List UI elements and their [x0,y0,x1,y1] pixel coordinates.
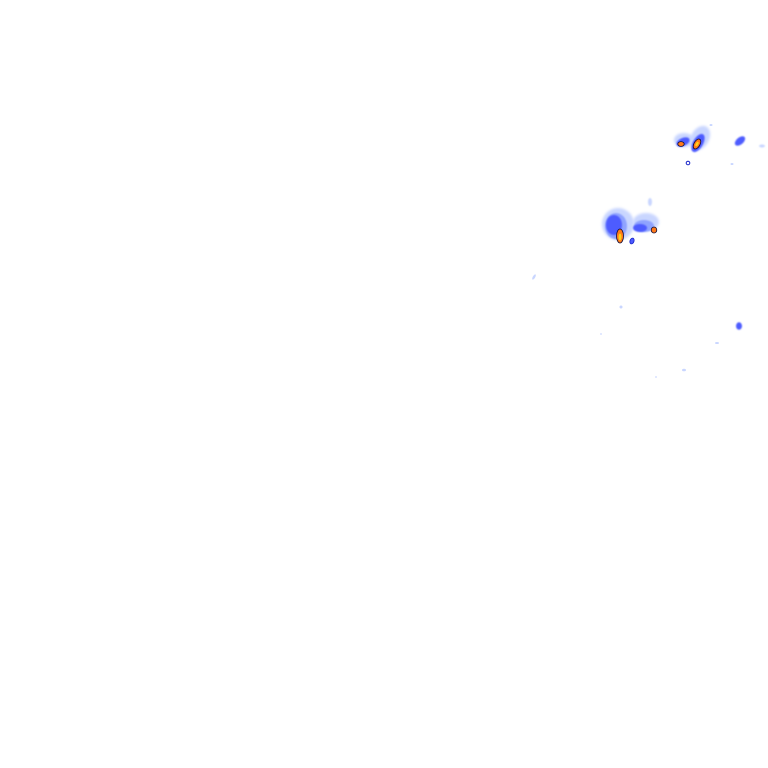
echo-extreme [618,233,622,241]
echo-small-cell [685,160,691,166]
echo-moderate [633,224,647,232]
north-east-cell-cluster [674,125,765,166]
echo-trace [682,368,686,372]
echo-moderate [734,136,746,146]
scattered-light-echoes [532,124,742,378]
echo-small-cell [629,237,635,245]
echo-light [759,144,765,148]
echo-extreme [695,141,699,147]
echo-light [730,163,734,165]
echo-trace [600,333,602,335]
echo-heavy [650,226,658,234]
echo-heavy [677,141,685,147]
echo-trace [655,376,657,378]
echo-moderate [736,322,742,330]
echo-trace [648,198,652,206]
echo-trace [715,342,719,344]
central-east-storm-complex [602,198,659,245]
echo-trace [532,274,536,280]
echo-trace [619,305,623,309]
echo-trace [709,124,713,126]
